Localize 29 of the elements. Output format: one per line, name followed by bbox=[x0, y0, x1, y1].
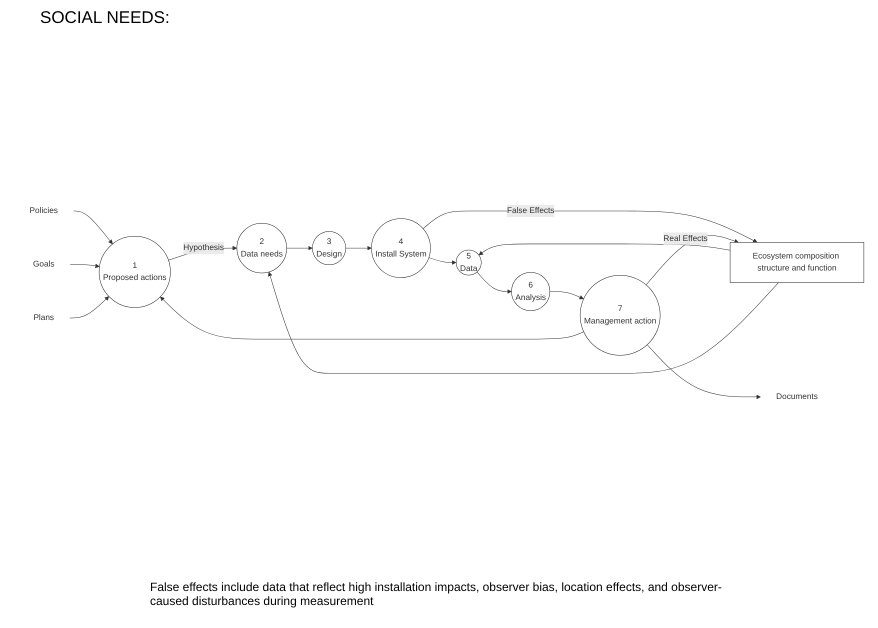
node-circle: 3 Design bbox=[312, 231, 346, 266]
arrow bbox=[73, 210, 113, 244]
node-circle: 2 Data needs bbox=[236, 222, 287, 274]
node-text: Policies bbox=[30, 206, 58, 216]
edge-label: False Effects bbox=[506, 206, 554, 216]
arrow bbox=[346, 246, 372, 250]
node-circle: 4 Install System bbox=[371, 218, 431, 278]
node-circle: 6 Analysis bbox=[511, 272, 550, 312]
arrow bbox=[646, 344, 761, 400]
node-box: Ecosystem composition structure and function bbox=[730, 242, 864, 283]
arrow bbox=[478, 244, 730, 256]
node-circle: 7 Management action bbox=[580, 275, 660, 356]
arrow bbox=[286, 246, 313, 250]
arrow bbox=[69, 296, 110, 318]
arrow bbox=[476, 272, 512, 294]
arrow bbox=[428, 257, 456, 265]
arrow bbox=[550, 291, 584, 300]
footnote: False effects include data that reflect high installation impacts, observer bias, location effects, and observer-caused disturbances during measurement bbox=[150, 580, 723, 608]
arrow bbox=[160, 296, 584, 340]
edge-label: Real Effects bbox=[663, 234, 708, 243]
node-circle: 1 Proposed actions bbox=[98, 236, 171, 308]
edge-label: Hypothesis bbox=[183, 244, 224, 252]
node-text: Plans bbox=[33, 313, 54, 322]
node-text: Documents bbox=[776, 392, 818, 402]
diagram-title: SOCIAL NEEDS: bbox=[40, 8, 170, 28]
node-text: Goals bbox=[32, 260, 54, 269]
arrow bbox=[70, 264, 100, 268]
node-circle: 5 Data bbox=[456, 250, 482, 276]
arrow bbox=[268, 272, 779, 374]
